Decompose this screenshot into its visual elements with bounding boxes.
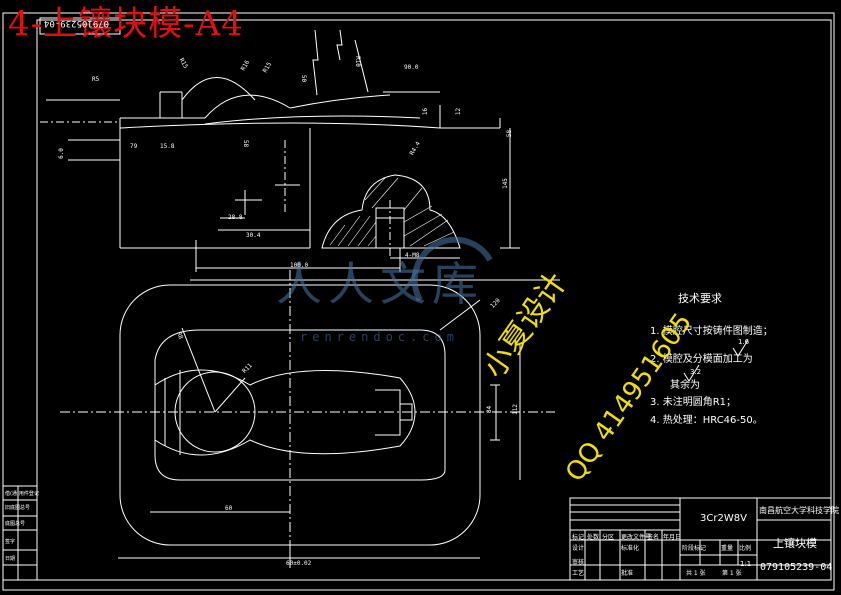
dimension-label: 145 xyxy=(501,178,509,189)
tb-label: 重量 xyxy=(721,545,734,552)
tb-label: 标记 xyxy=(572,534,585,541)
dimension-label: 58 xyxy=(242,139,250,148)
side-label: 借(通)用件登记 xyxy=(5,491,39,497)
roughness-value-2: 3.2 xyxy=(690,368,702,376)
title-block-drawing-number: 079105239-04 xyxy=(760,562,833,573)
watermark-url: renrendoc.com xyxy=(300,330,459,344)
roughness-value-1: 1.6 xyxy=(738,338,750,346)
tech-item-2-rest: 其余为 xyxy=(670,380,700,391)
watermark-logo xyxy=(411,236,493,302)
dimension-label: 16 xyxy=(422,107,430,116)
tech-item-2: 2. 模腔及分模面加工为 xyxy=(650,354,753,365)
side-label: 旧底图总号 xyxy=(5,505,31,511)
dimension-label: 15.8 xyxy=(160,143,175,150)
tech-item-1: 1. 模腔尺寸按铸件图制造； xyxy=(650,326,773,337)
dimension-label: 50 xyxy=(300,74,308,83)
dimension-label: 112 xyxy=(511,404,519,415)
title-block-scale: 1:1 xyxy=(740,560,752,568)
side-label: 签字 xyxy=(5,539,16,545)
tech-item-4: 4. 热处理：HRC46-50。 xyxy=(650,415,763,426)
title-block-lines xyxy=(569,497,832,581)
tech-item-3: 3. 未注明圆角R1； xyxy=(650,397,737,408)
tb-label: 处数 xyxy=(587,534,600,541)
dimension-label: 6.0 xyxy=(57,148,65,159)
title-block-school: 南昌航空大学科技学院 xyxy=(759,506,839,515)
plan-view xyxy=(60,270,555,568)
tb-label: 阶段标记 xyxy=(682,545,707,552)
dimension-label: R5 xyxy=(92,76,100,83)
dimension-label: 90.0 xyxy=(404,64,419,71)
tb-label: 工艺 xyxy=(572,570,585,577)
tb-label: 共 1 张 xyxy=(686,570,706,577)
detail-section xyxy=(321,174,461,256)
front-view xyxy=(40,77,501,249)
dimension-label: 12 xyxy=(455,107,463,116)
tb-label: 批准 xyxy=(621,570,634,577)
side-table xyxy=(2,485,38,581)
dimension-label: 84 xyxy=(486,405,494,414)
inner-border xyxy=(36,19,832,581)
side-label: 日期 xyxy=(5,556,16,562)
tb-label: 设计 xyxy=(572,545,585,552)
dimension-label: 79 xyxy=(130,143,138,150)
tb-label: 比例 xyxy=(739,545,752,552)
tb-label: 第 1 张 xyxy=(722,570,742,577)
tb-label: 审核 xyxy=(572,559,585,566)
dimension-label: 100.0 xyxy=(290,262,309,269)
tb-label: 更改文件号 xyxy=(621,534,652,541)
dimension-label: 60±0.02 xyxy=(286,560,312,567)
dimension-label: 60 xyxy=(225,505,233,512)
outer-border xyxy=(2,12,835,591)
sheet-title: 4-上镶块模-A4 xyxy=(8,4,244,44)
dimension-label: R10 xyxy=(353,56,361,67)
tb-label: 分区 xyxy=(602,534,615,541)
tb-label: 标准化 xyxy=(621,545,640,552)
side-label: 底图总号 xyxy=(5,521,26,527)
title-block-material: 3Cr2W8V xyxy=(700,513,747,524)
tb-label: 年月日 xyxy=(663,534,682,541)
tb-label: 签名 xyxy=(647,534,660,541)
dimension-label: 30.4 xyxy=(246,232,261,239)
tech-requirements-title: 技术要求 xyxy=(678,292,722,305)
dimension-label: 4-M8 xyxy=(405,252,420,259)
title-block-part-name: 上镶块模 xyxy=(773,537,817,550)
dimension-label: 58 xyxy=(506,129,514,138)
watermark-text: 人人文库 xyxy=(276,257,484,311)
top-code-box xyxy=(39,17,121,35)
dimension-label: 28.8 xyxy=(228,214,243,221)
drawing-code-top: 079105239-04 xyxy=(44,18,110,28)
